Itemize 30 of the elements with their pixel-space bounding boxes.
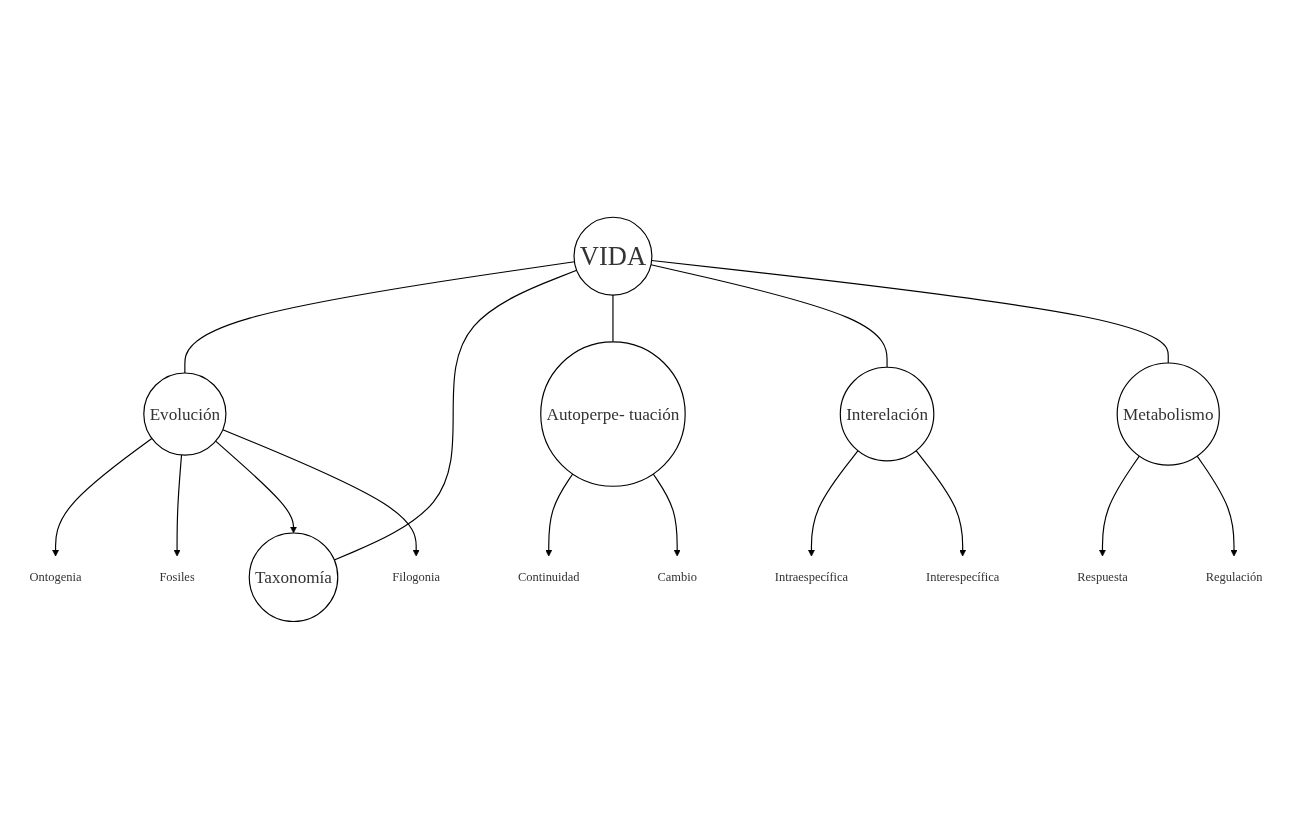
- node-circle: Evolución: [143, 372, 227, 456]
- arrow: [1099, 455, 1140, 557]
- node-circle: Metabolismo: [1116, 362, 1220, 466]
- arrow: [52, 438, 153, 557]
- arrow: [808, 450, 859, 557]
- connector: [612, 294, 614, 343]
- node-text: Fosiles: [159, 570, 195, 584]
- node-circle: Taxonomía: [248, 532, 339, 623]
- connector: [651, 260, 1169, 364]
- node-text: Interespecífica: [926, 570, 1000, 584]
- arrow: [222, 429, 420, 557]
- arrow: [652, 473, 681, 557]
- arrow: [915, 450, 967, 557]
- connector: [184, 261, 575, 374]
- node-circle: VIDA: [573, 216, 653, 296]
- node-text: Intraespecífica: [774, 570, 849, 584]
- node-text: Cambio: [657, 570, 697, 584]
- connector: [650, 264, 888, 368]
- node-circle: Autoperpe- tuación: [540, 341, 686, 487]
- node-text: Filogonia: [392, 570, 441, 584]
- arrow: [173, 454, 183, 557]
- node-circle: Interelación: [839, 366, 935, 462]
- node-text: Respuesta: [1077, 570, 1128, 584]
- node-text: Regulación: [1205, 570, 1263, 584]
- connector: [333, 269, 578, 561]
- arrow: [1196, 455, 1238, 557]
- arrow: [545, 473, 574, 557]
- node-text: Ontogenia: [29, 570, 82, 584]
- arrow: [215, 440, 297, 534]
- node-text: Continuidad: [517, 570, 580, 584]
